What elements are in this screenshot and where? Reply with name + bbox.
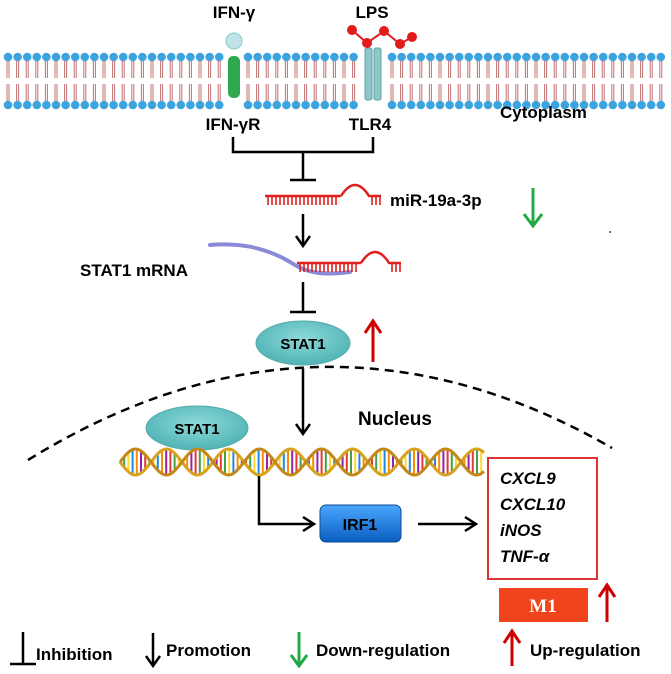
irf1-label: IRF1 <box>343 517 378 534</box>
cell-membrane <box>3 52 666 110</box>
mirna-bound-hairpin <box>297 250 401 272</box>
mirna-label: miR-19a-3p <box>390 191 482 210</box>
legend-inhibition-icon <box>10 632 36 666</box>
stray-dot <box>609 231 611 233</box>
target-gene: iNOS <box>500 521 542 540</box>
lps-label: LPS <box>355 3 388 22</box>
promotion-arrow <box>294 214 312 249</box>
target-gene: TNF-α <box>500 547 551 566</box>
transcription-arrow <box>257 476 317 533</box>
ifng-receptor <box>225 32 243 98</box>
nuclear-envelope <box>27 365 613 462</box>
stat1-nucleus-label: STAT1 <box>174 421 219 438</box>
legend-up-icon <box>502 628 522 666</box>
stat1-cytoplasm-label: STAT1 <box>280 336 325 353</box>
nucleus-label: Nucleus <box>358 409 432 430</box>
legend-down-label: Down-regulation <box>316 641 450 660</box>
ifng-label: IFN-γ <box>213 3 256 22</box>
stat1-mrna-label: STAT1 mRNA <box>80 261 188 280</box>
stat1-up-arrow <box>363 318 383 362</box>
legend-down-icon <box>289 632 309 669</box>
target-gene: CXCL9 <box>500 469 556 488</box>
legend-promotion-icon <box>144 633 162 669</box>
legend-up-label: Up-regulation <box>530 641 641 660</box>
stat1-mrna-strand <box>208 242 352 276</box>
mirna-down-arrow <box>522 188 544 229</box>
translocation-arrow <box>294 368 312 437</box>
cytoplasm-label: Cytoplasm <box>500 103 587 122</box>
ifngr-label: IFN-γR <box>206 115 261 134</box>
m1-box <box>499 588 588 622</box>
legend: Inhibition Promotion Down-regulation Up-… <box>10 628 641 669</box>
irf1-box <box>319 504 402 543</box>
lps-molecule <box>347 25 417 49</box>
m1-up-arrow <box>597 582 617 622</box>
legend-promotion-label: Promotion <box>166 641 251 660</box>
mrna-inhibition <box>290 282 316 314</box>
dna-helix <box>118 447 485 477</box>
target-gene: CXCL10 <box>500 495 566 514</box>
target-genes-box <box>487 457 598 580</box>
tlr4-label: TLR4 <box>349 115 392 134</box>
tlr4-receptor <box>364 47 382 101</box>
legend-inhibition-label: Inhibition <box>36 645 112 664</box>
irf1-arrow <box>418 515 479 533</box>
m1-label: M1 <box>529 596 556 617</box>
stat1-cytoplasm <box>255 320 351 366</box>
receptor-inhibition-connector <box>231 137 375 182</box>
mirna-hairpin <box>265 183 381 205</box>
